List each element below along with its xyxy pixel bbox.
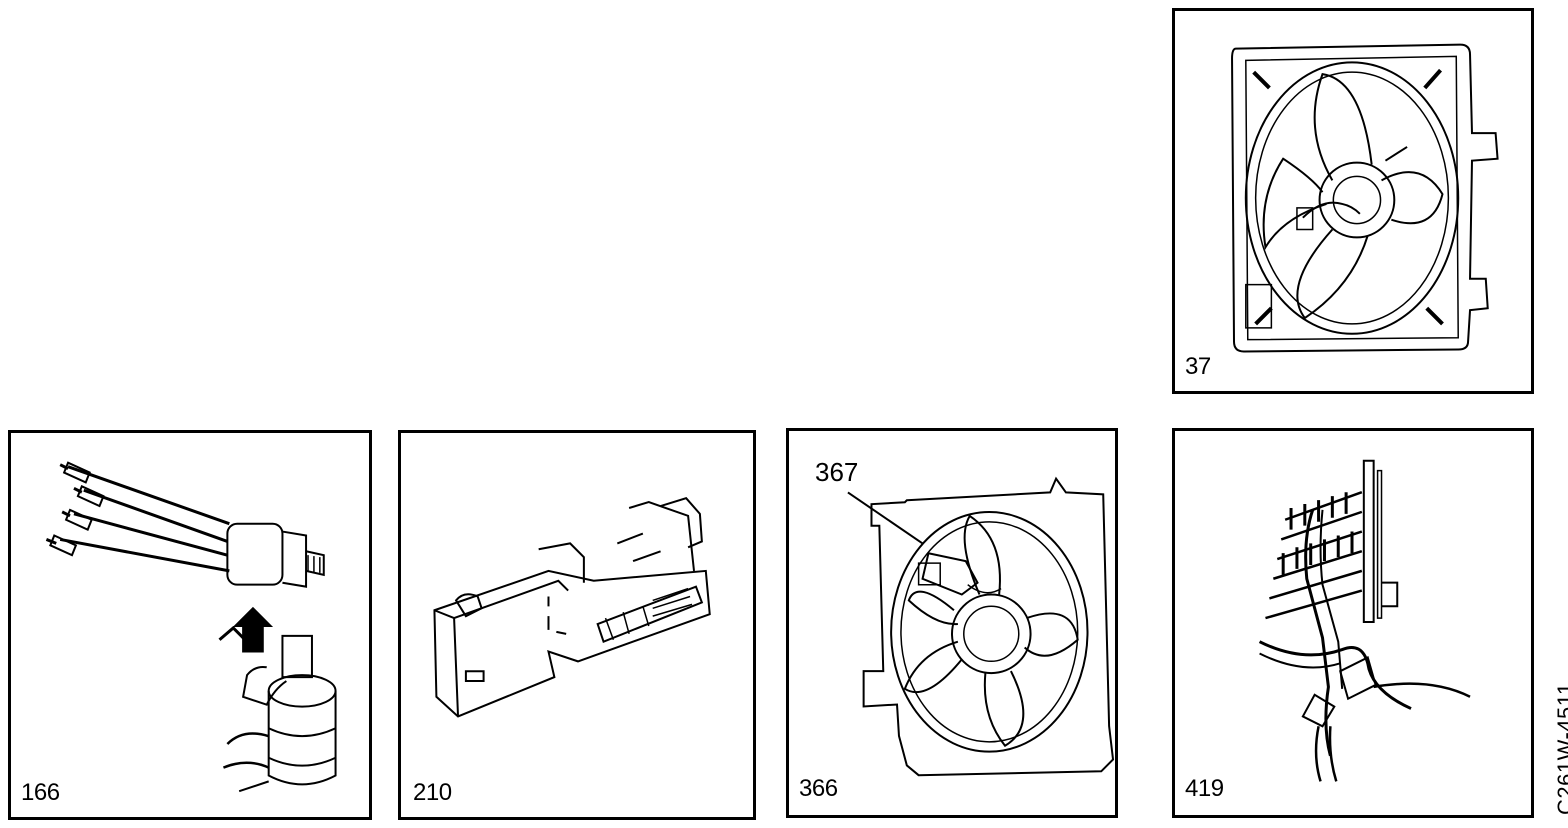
panel-166-label: 166: [21, 779, 60, 806]
panel-210-label: 210: [413, 779, 452, 806]
pressure-switch-drawing: [11, 433, 369, 817]
panel-37-label: 37: [1185, 353, 1211, 380]
panel-419: 419: [1172, 428, 1534, 818]
document-id: C261W-4511: [1553, 682, 1568, 815]
panel-366-label: 366: [799, 775, 838, 802]
panel-37: 37: [1172, 8, 1534, 394]
callout-367: 367: [815, 457, 859, 487]
panel-419-label: 419: [1185, 775, 1224, 802]
condenser-connection-drawing: [1175, 431, 1531, 815]
panel-366: 367 366: [786, 428, 1118, 818]
panel-210: 210: [398, 430, 756, 820]
cooling-fan-drawing: [789, 431, 1115, 815]
panel-166: 166: [8, 430, 372, 820]
fan-shroud-drawing: [1175, 11, 1531, 391]
control-module-drawing: [401, 433, 753, 817]
